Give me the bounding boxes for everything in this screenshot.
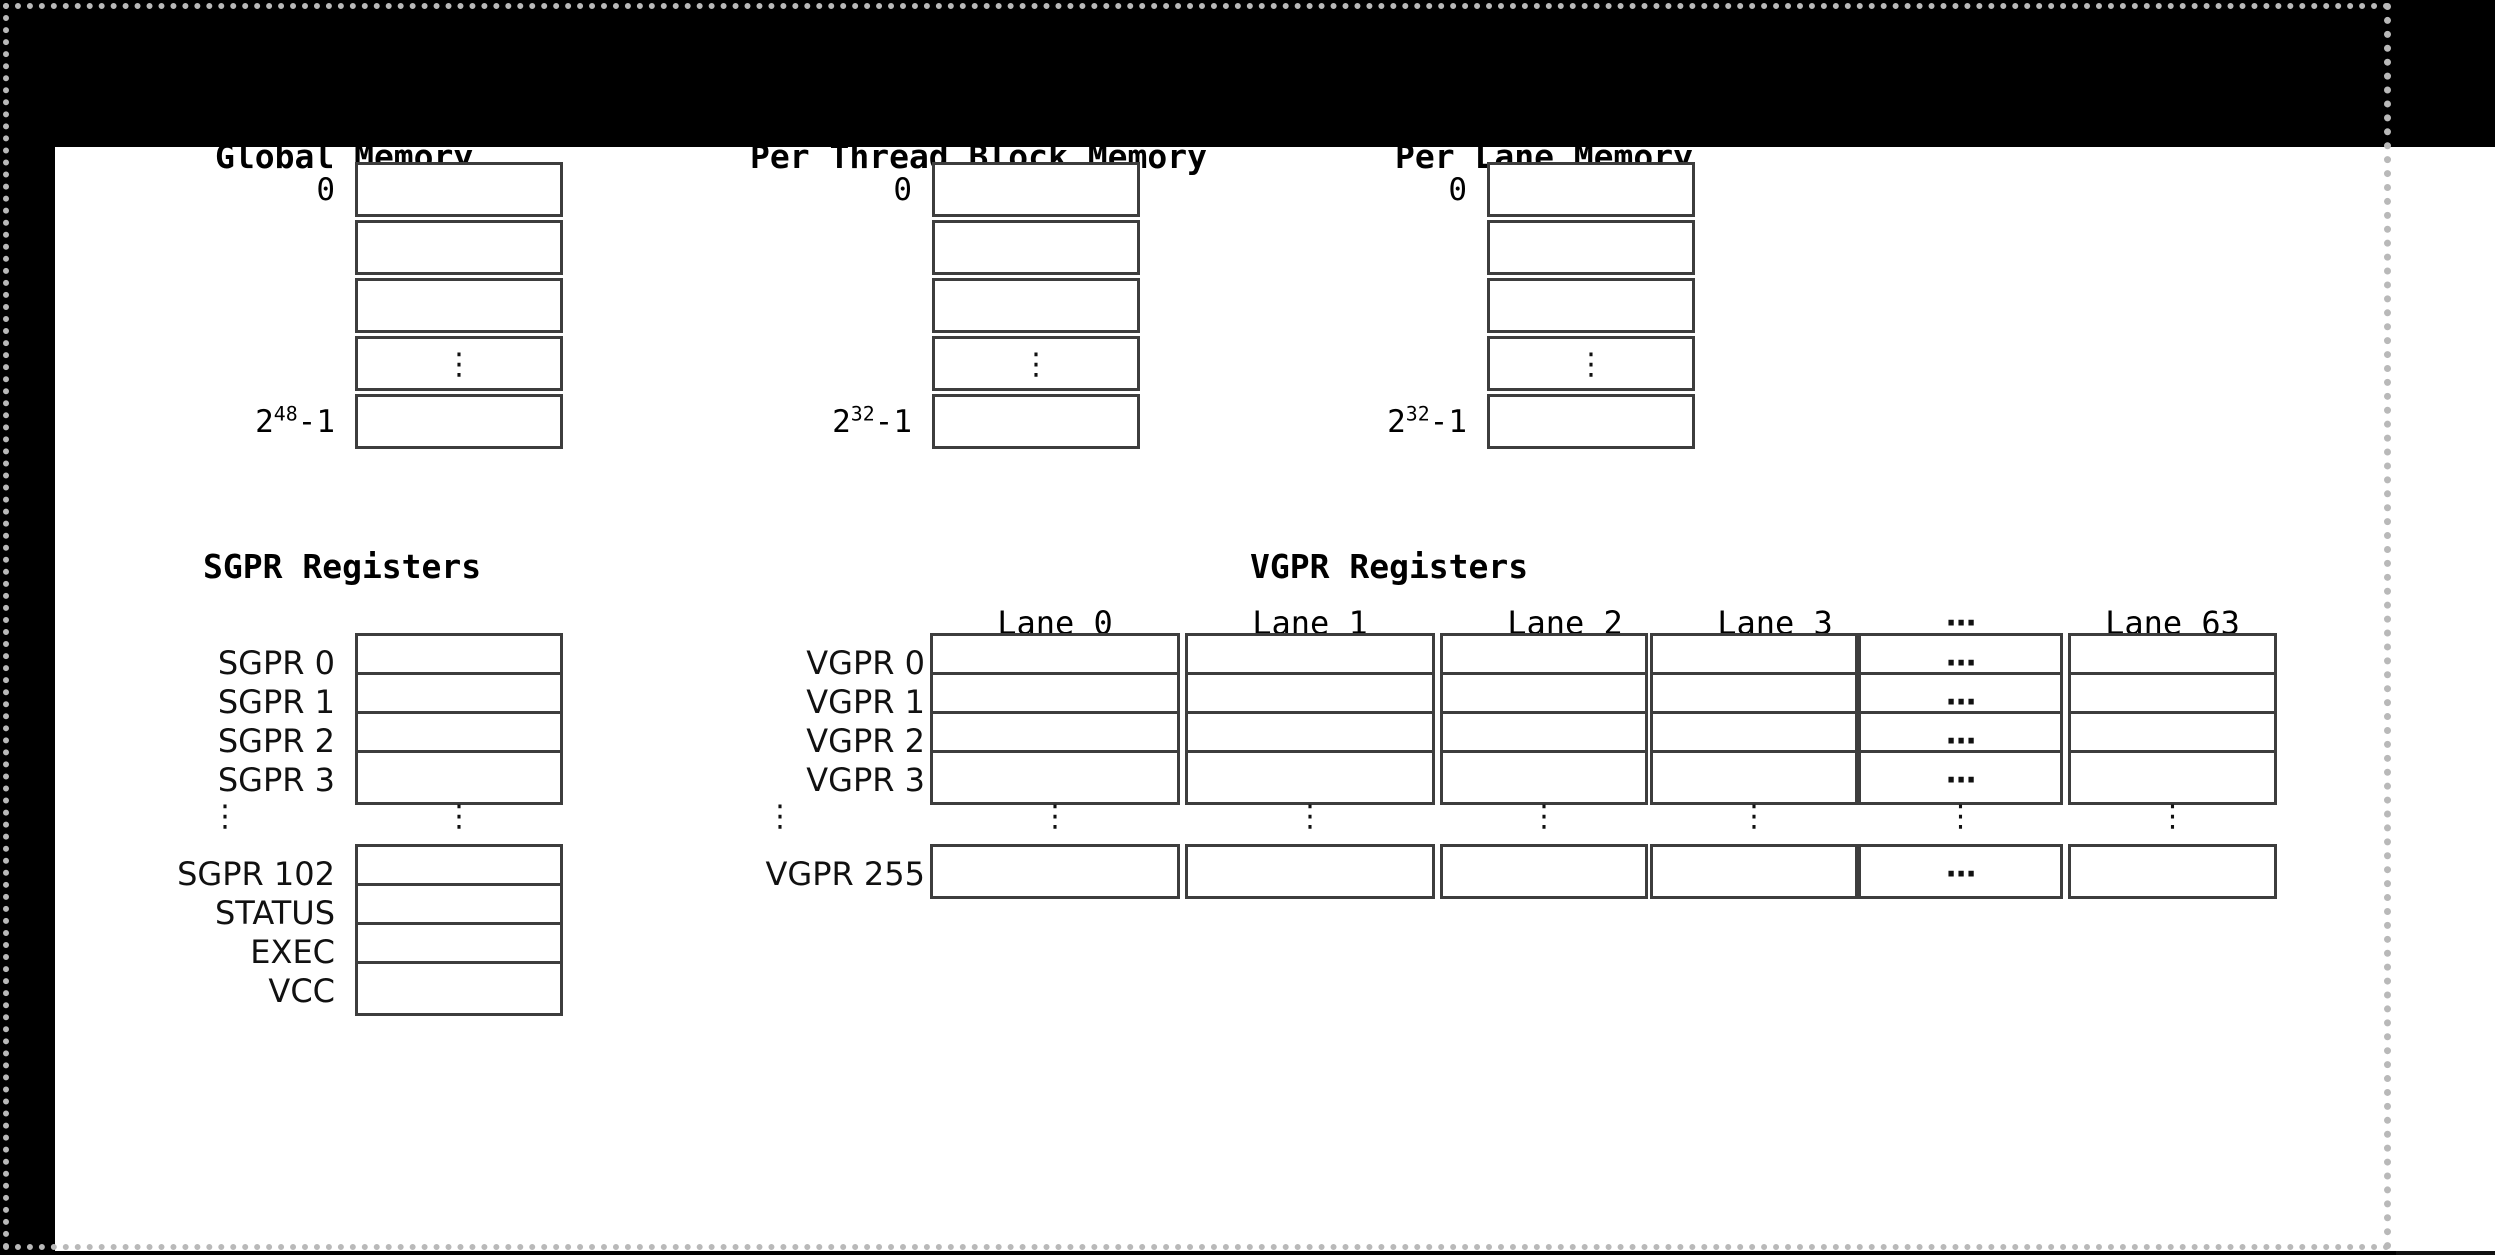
vgpr-cell (1440, 750, 1648, 805)
sgpr-row-label-3: SGPR 3 (217, 761, 335, 799)
vgpr-row-label-3: VGPR 3 (806, 761, 925, 799)
global-memory-cell (355, 162, 563, 217)
sgpr-row-label-exec: EXEC (250, 933, 335, 971)
global-memory-cell (355, 278, 563, 333)
global-memory-cell (355, 220, 563, 275)
per-thread-block-memory-cell (932, 220, 1140, 275)
vgpr-cell (930, 750, 1180, 805)
global-memory-address-last-exponent: 48 (273, 402, 298, 426)
title-sgpr-registers: SGPR Registers (203, 547, 482, 586)
bottom-edge-rule (2396, 1249, 2495, 1255)
per-lane-memory-cell-ellipsis (1487, 336, 1695, 391)
vgpr-cell-ellipsis (1858, 750, 2063, 805)
per-lane-memory-vertical-ellipsis: ⋮ (1576, 347, 1606, 382)
per-lane-memory-cell (1487, 278, 1695, 333)
vgpr-cell (930, 844, 1180, 899)
vgpr-row-ellipsis: ⋮ (1945, 799, 1976, 834)
per-thread-block-memory-address-last-base: 2 (832, 404, 851, 440)
per-thread-block-memory-cell-ellipsis (932, 336, 1140, 391)
vgpr-cell (1650, 844, 1858, 899)
global-memory-address-last-tail: -1 (297, 404, 335, 440)
global-memory-address-last: 248-1 (145, 404, 335, 440)
per-lane-memory-cell (1487, 220, 1695, 275)
vgpr-row-ellipsis: ⋮ (1295, 799, 1325, 834)
global-memory-vertical-ellipsis: ⋮ (444, 347, 474, 382)
sgpr-cell-column-ellipsis: ⋮ (444, 799, 474, 834)
vgpr-row-label-2: VGPR 2 (806, 722, 925, 760)
sgpr-row-label-status: STATUS (214, 894, 335, 932)
per-thread-block-memory-address-last-tail: -1 (874, 404, 912, 440)
per-thread-block-memory-cell (932, 394, 1140, 449)
per-thread-block-memory-address-first: 0 (893, 172, 912, 208)
global-memory-cell (355, 394, 563, 449)
vgpr-cell-ellipsis (1858, 844, 2063, 899)
per-lane-memory-address-last: 232-1 (1277, 404, 1467, 440)
per-thread-block-memory-cell (932, 162, 1140, 217)
per-lane-memory-cell (1487, 394, 1695, 449)
sgpr-row-label-102: SGPR 102 (177, 855, 335, 893)
sgpr-row-label-2: SGPR 2 (217, 722, 335, 760)
vgpr-cell (1185, 750, 1435, 805)
vgpr-cell (2068, 750, 2277, 805)
per-thread-block-memory-cell (932, 278, 1140, 333)
per-thread-block-memory-address-last: 232-1 (722, 404, 912, 440)
per-lane-memory-address-last-exponent: 32 (1405, 402, 1430, 426)
vgpr-row-label-1: VGPR 1 (806, 683, 925, 721)
sgpr-row-label-1: SGPR 1 (217, 683, 335, 721)
global-memory-cell-ellipsis (355, 336, 563, 391)
vgpr-row-ellipsis: ⋮ (2157, 799, 2188, 834)
vgpr-cell (1650, 750, 1858, 805)
per-thread-block-memory-address-last-exponent: 32 (850, 402, 875, 426)
sgpr-row-label-0: SGPR 0 (217, 644, 335, 682)
right-black-gutter (2396, 0, 2495, 147)
per-lane-memory-address-last-base: 2 (1387, 404, 1406, 440)
per-lane-memory-address-first: 0 (1448, 172, 1467, 208)
vgpr-row-label-255: VGPR 255 (765, 855, 925, 893)
sgpr-row-label-vcc: VCC (268, 972, 335, 1010)
vgpr-row-ellipsis: ⋮ (1739, 799, 1769, 834)
vgpr-label-column-ellipsis: ⋮ (765, 799, 795, 834)
vgpr-cell (2068, 844, 2277, 899)
vgpr-cell-ellipsis-glyph: ⋯ (1946, 763, 1976, 798)
per-lane-memory-address-last-tail: -1 (1429, 404, 1467, 440)
vgpr-row-label-0: VGPR 0 (806, 644, 925, 682)
vgpr-cell-ellipsis-glyph: ⋯ (1946, 857, 1976, 892)
sgpr-row-cell-3 (355, 750, 563, 805)
sgpr-label-column-ellipsis: ⋮ (210, 799, 240, 834)
title-vgpr-registers: VGPR Registers (1250, 547, 1529, 586)
figure-page: Global Memory 0 ⋮ 248-1 Per Thread Block… (55, 137, 2495, 1251)
vgpr-cell (1440, 844, 1648, 899)
vgpr-cell (1185, 844, 1435, 899)
per-thread-block-memory-vertical-ellipsis: ⋮ (1021, 347, 1051, 382)
sgpr-row-cell-vcc (355, 961, 563, 1016)
vgpr-row-ellipsis: ⋮ (1040, 799, 1070, 834)
global-memory-address-first: 0 (316, 172, 335, 208)
vgpr-row-ellipsis: ⋮ (1529, 799, 1559, 834)
global-memory-address-last-base: 2 (255, 404, 274, 440)
per-lane-memory-cell (1487, 162, 1695, 217)
